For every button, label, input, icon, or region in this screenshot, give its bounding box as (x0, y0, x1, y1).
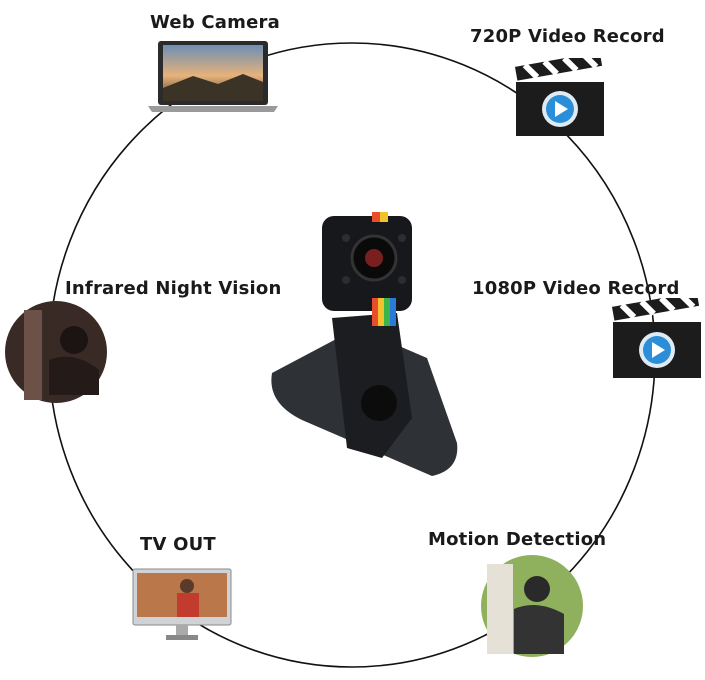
mini-camera-product (271, 212, 458, 476)
clapperboard-1080p-icon (611, 298, 701, 378)
monitor-icon (132, 568, 232, 640)
label-1080p-video-record: 1080P Video Record (472, 278, 680, 299)
label-web-camera: Web Camera (150, 12, 280, 33)
label-infrared-night-vision: Infrared Night Vision (65, 278, 282, 299)
night-vision-photo (5, 301, 107, 403)
clapperboard-720p-icon (514, 58, 604, 136)
motion-detection-photo (481, 555, 583, 657)
label-720p-video-record: 720P Video Record (470, 26, 665, 47)
label-tv-out: TV OUT (140, 534, 216, 555)
label-motion-detection: Motion Detection (428, 529, 607, 550)
laptop-icon (148, 41, 278, 112)
